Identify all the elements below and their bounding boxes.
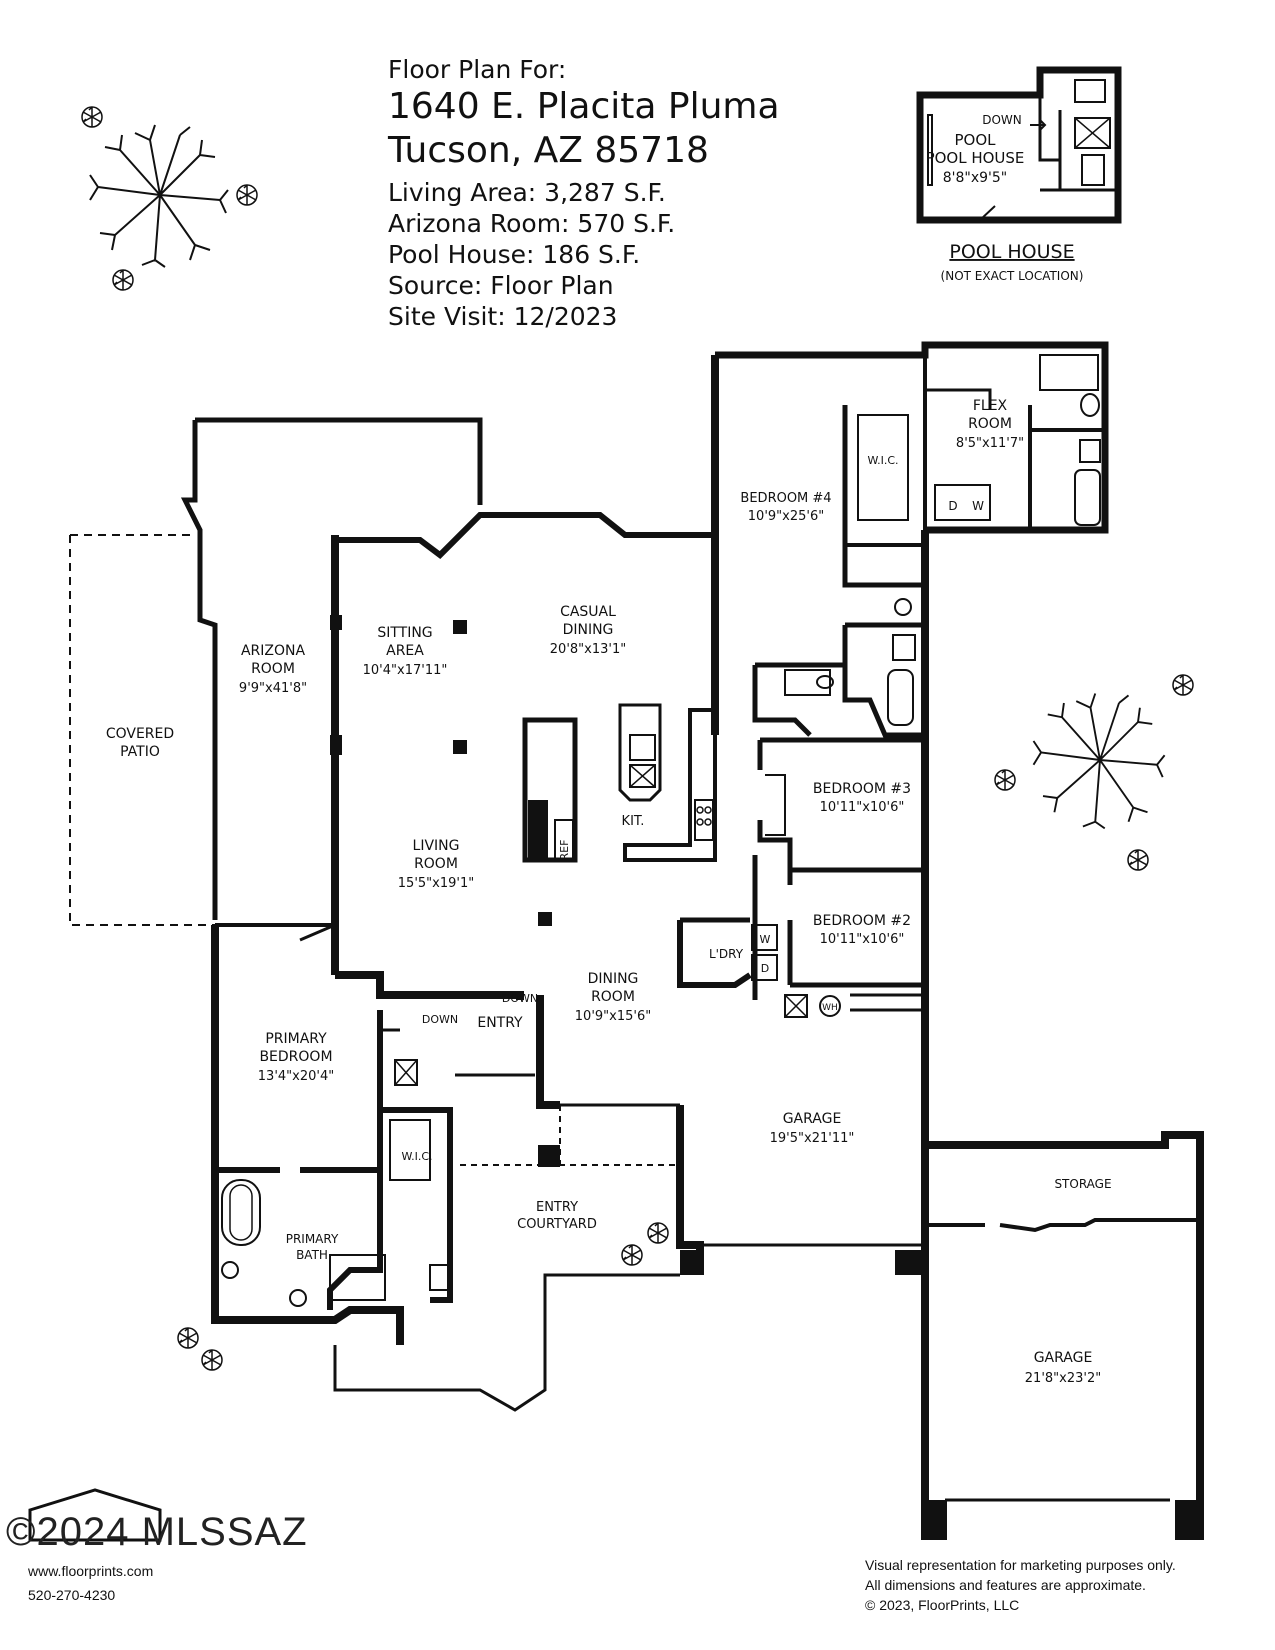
primary-bath-label: BATH	[296, 1248, 328, 1262]
dryer-label: D	[761, 962, 769, 975]
living-area: Living Area: 3,287 S.F.	[388, 178, 666, 207]
disclaimer-line2: All dimensions and features are approxim…	[865, 1577, 1146, 1593]
living-room-label: ROOM	[414, 856, 458, 872]
source: Source: Floor Plan	[388, 271, 614, 300]
bedroom-3-dims: 10'11"x10'6"	[820, 800, 905, 815]
primary-bedroom-dims: 13'4"x20'4"	[258, 1069, 334, 1084]
flex-room-label: ROOM	[968, 416, 1012, 432]
copyright: © 2023, FloorPrints, LLC	[865, 1597, 1020, 1613]
phone: 520-270-4230	[28, 1587, 116, 1603]
dining-room-dims: 10'9"x15'6"	[575, 1009, 651, 1024]
dryer-label: D	[948, 499, 957, 513]
garage-2-dims: 21'8"x23'2"	[1025, 1371, 1101, 1386]
living-room-label: LIVING	[413, 838, 460, 854]
disclaimer-line1: Visual representation for marketing purp…	[865, 1557, 1176, 1573]
bedroom-2-label: BEDROOM #2	[813, 913, 911, 929]
tree-icon	[1172, 674, 1194, 696]
pool-house-area: Pool House: 186 S.F.	[388, 240, 641, 269]
tree-icon	[112, 269, 134, 291]
arizona-room-label: ARIZONA	[241, 643, 306, 659]
floorprints-logo	[28, 1488, 162, 1542]
wic-label: W.I.C.	[867, 454, 898, 467]
wic-label: W.I.C.	[401, 1150, 432, 1163]
washer-label: W	[972, 499, 984, 513]
tree-icon	[621, 1244, 643, 1266]
inset-room-label-1: POOL	[954, 131, 996, 149]
tree-icon	[647, 1222, 669, 1244]
dining-room-label: ROOM	[591, 989, 635, 1005]
down-label: DOWN	[502, 992, 538, 1005]
primary-bedroom-label: BEDROOM	[259, 1049, 332, 1065]
watermark: ©2024 MLSSAZ	[6, 1510, 308, 1554]
living-room-dims: 15'5"x19'1"	[398, 876, 474, 891]
large-tree-icon	[89, 124, 229, 268]
tree-icon	[177, 1327, 199, 1349]
bedroom-4-dims: 10'9"x25'6"	[748, 509, 824, 524]
arizona-room-label: ROOM	[251, 661, 295, 677]
bedroom-3-label: BEDROOM #3	[813, 781, 911, 797]
inset-title: POOL HOUSE	[949, 241, 1074, 263]
tree-icon	[994, 769, 1016, 791]
arizona-room-area: Arizona Room: 570 S.F.	[388, 209, 676, 238]
entry-courtyard-label: ENTRY	[536, 1200, 578, 1215]
storage-label: STORAGE	[1054, 1177, 1111, 1191]
entry-label: ENTRY	[477, 1015, 523, 1031]
inset-down-label: DOWN	[982, 113, 1022, 127]
sitting-area-dims: 10'4"x17'11"	[363, 663, 448, 678]
down-label: DOWN	[422, 1013, 458, 1026]
bedroom-4-label: BEDROOM #4	[740, 491, 831, 506]
inset-note: (NOT EXACT LOCATION)	[941, 269, 1084, 283]
casual-dining-dims: 20'8"x13'1"	[550, 642, 626, 657]
dining-room-label: DINING	[588, 971, 639, 987]
garage-1-label: GARAGE	[783, 1111, 842, 1127]
address-line1: 1640 E. Placita Pluma	[388, 86, 780, 127]
primary-bath-label: PRIMARY	[286, 1232, 339, 1246]
bedroom-2-dims: 10'11"x10'6"	[820, 932, 905, 947]
tree-icon	[81, 106, 103, 128]
address-line2: Tucson, AZ 85718	[388, 130, 709, 171]
ref-label: REF	[558, 840, 571, 861]
header-line1: Floor Plan For:	[388, 55, 567, 84]
house-walls	[69, 341, 1204, 1540]
garage-2-label: GARAGE	[1034, 1350, 1093, 1366]
pool-house-inset	[916, 66, 1122, 224]
primary-bedroom-label: PRIMARY	[265, 1031, 327, 1047]
covered-patio-label: PATIO	[120, 744, 160, 760]
washer-label: W	[760, 933, 771, 946]
inset-room-dims: 8'8"x9'5"	[943, 170, 1008, 186]
flex-room-label: FLEX	[973, 398, 1008, 414]
sitting-area-label: SITTING	[377, 625, 432, 641]
tree-icon	[201, 1349, 223, 1371]
kitchen-label: KIT.	[622, 814, 645, 829]
water-heater-label: WH	[822, 1003, 838, 1013]
website: www.floorprints.com	[28, 1563, 154, 1579]
casual-dining-label: DINING	[563, 622, 614, 638]
entry-courtyard-label: COURTYARD	[517, 1217, 597, 1232]
tree-icon	[236, 184, 258, 206]
garage-1-dims: 19'5"x21'11"	[770, 1131, 855, 1146]
arizona-room-dims: 9'9"x41'8"	[239, 681, 307, 696]
tree-icon	[1127, 849, 1149, 871]
inset-room-label-2: POOL HOUSE	[926, 149, 1025, 167]
covered-patio-label: COVERED	[106, 726, 174, 742]
site-visit: Site Visit: 12/2023	[388, 302, 618, 331]
flex-room-dims: 8'5"x11'7"	[956, 436, 1024, 451]
casual-dining-label: CASUAL	[560, 604, 616, 620]
large-tree-icon	[1032, 692, 1166, 830]
laundry-label: L'DRY	[709, 947, 744, 961]
sitting-area-label: AREA	[386, 643, 424, 659]
